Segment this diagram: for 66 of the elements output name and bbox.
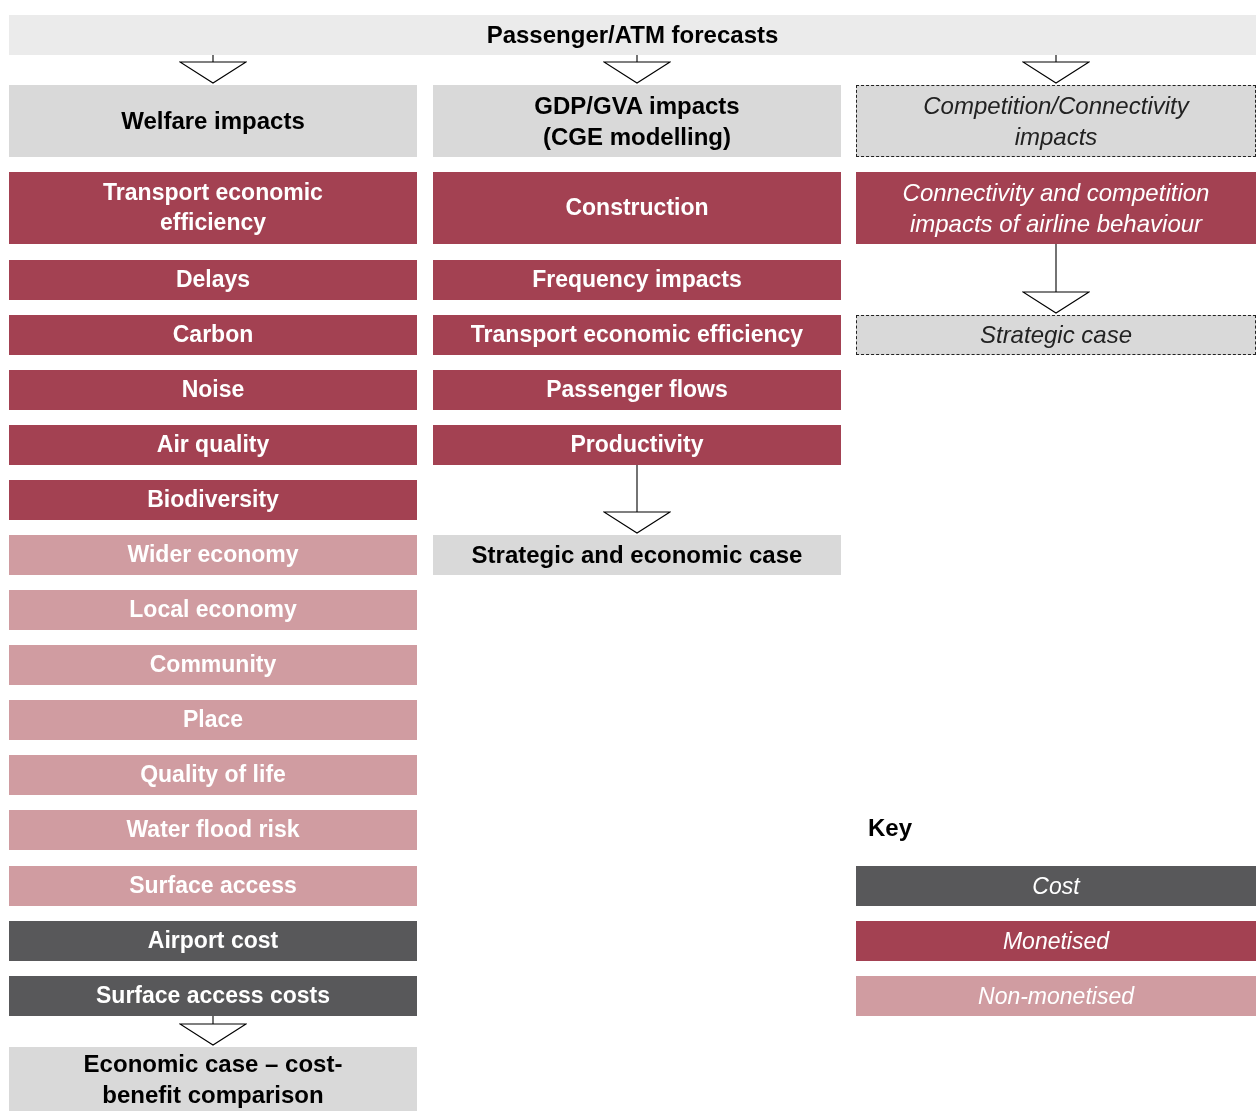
category-box	[9, 755, 417, 795]
box-label: Water flood risk	[126, 815, 300, 845]
legend-swatch: Non-monetised	[856, 976, 1256, 1016]
box-label: Competition/Connectivity impacts	[922, 90, 1191, 152]
category-box	[433, 425, 841, 465]
chevron-arrow	[603, 54, 671, 84]
dashed-box	[856, 85, 1256, 157]
category-box	[433, 85, 841, 157]
category-box	[9, 866, 417, 906]
category-box	[9, 260, 417, 300]
legend-swatch: Cost	[856, 866, 1256, 906]
box-label: Noise	[181, 375, 245, 405]
box-label: Place	[182, 705, 244, 735]
box-label: Transport economic efficiency	[102, 178, 324, 237]
box-label: Carbon	[172, 320, 254, 350]
box-label: Community	[149, 650, 277, 680]
category-box	[9, 535, 417, 575]
box-label: Surface access costs	[96, 981, 330, 1011]
category-box	[9, 1047, 417, 1111]
box-label: Wider economy	[127, 540, 299, 570]
box-label: GDP/GVA impacts (CGE modelling)	[533, 90, 741, 152]
box-label: Construction	[565, 193, 709, 223]
category-box	[433, 172, 841, 244]
category-box	[9, 425, 417, 465]
category-box	[9, 370, 417, 410]
category-box	[9, 85, 417, 157]
category-box	[9, 921, 417, 961]
box-label: Strategic and economic case	[471, 540, 803, 571]
box-label: Surface access	[129, 871, 297, 901]
box-label: Transport economic efficiency	[470, 320, 804, 350]
box-label: Biodiversity	[147, 485, 279, 515]
category-box	[433, 260, 841, 300]
category-box	[433, 315, 841, 355]
box-label: Local economy	[129, 595, 297, 625]
category-box	[9, 480, 417, 520]
box-label: Passenger/ATM forecasts	[486, 20, 779, 51]
dashed-box	[856, 315, 1256, 355]
category-box	[433, 370, 841, 410]
box-label: Airport cost	[147, 926, 279, 956]
chevron-arrow	[179, 54, 247, 84]
category-box	[9, 590, 417, 630]
box-label: Connectivity and competition impacts of airline behaviour	[901, 177, 1211, 239]
box-label: Quality of life	[140, 760, 286, 790]
category-box	[856, 172, 1256, 244]
box-label: Welfare impacts	[121, 106, 305, 137]
category-box	[9, 700, 417, 740]
chevron-arrow	[603, 464, 671, 534]
key-heading: Key	[868, 814, 913, 842]
category-box	[9, 315, 417, 355]
box-label: Air quality	[156, 430, 270, 460]
category-box	[9, 976, 417, 1016]
box-label: Frequency impacts	[532, 265, 742, 295]
box-label: Delays	[175, 265, 251, 295]
category-box	[9, 810, 417, 850]
category-box	[9, 645, 417, 685]
category-box	[9, 15, 1256, 55]
legend-swatch: Monetised	[856, 921, 1256, 961]
category-box	[9, 172, 417, 244]
box-label: Productivity	[570, 430, 704, 460]
chevron-arrow	[179, 1015, 247, 1046]
box-label: Strategic case	[979, 320, 1133, 351]
chevron-arrow	[1022, 243, 1090, 314]
box-label: Passenger flows	[546, 375, 728, 405]
chevron-arrow	[1022, 54, 1090, 84]
box-label: Economic case – cost-benefit comparison	[82, 1048, 344, 1110]
category-box	[433, 535, 841, 575]
